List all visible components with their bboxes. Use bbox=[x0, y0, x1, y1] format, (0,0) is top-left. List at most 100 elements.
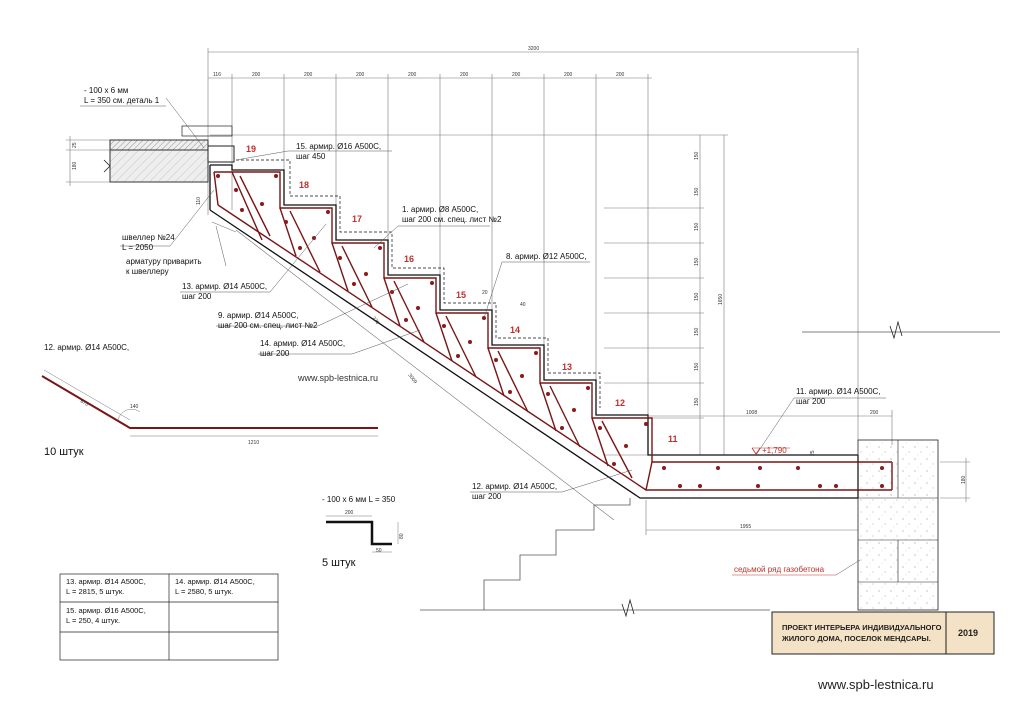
spec-table: 13. армир. Ø14 А500С, L = 2815, 5 штук. … bbox=[59, 573, 279, 661]
spec-r1c0: 15. армир. Ø16 А500С, bbox=[66, 606, 146, 615]
rebar bbox=[213, 171, 893, 491]
block-wall bbox=[802, 320, 1000, 611]
detail12-angle: 140 bbox=[130, 404, 139, 410]
callout-15b: шаг 450 bbox=[296, 152, 326, 161]
weld-1: арматуру приварить bbox=[126, 257, 202, 266]
dim-seg-4: 200 bbox=[408, 72, 417, 78]
top-dimension-labels: 3200 116 200 200 200 200 200 200 200 200 bbox=[213, 46, 625, 78]
landing-thk: 180 bbox=[961, 475, 967, 484]
plate-dim-b: 50 bbox=[376, 548, 382, 554]
url-bottom[interactable]: www.spb-lestnica.ru bbox=[817, 677, 934, 692]
spec-r1c1: L = 250, 4 штук. bbox=[66, 616, 120, 625]
lower-stairs bbox=[420, 498, 770, 618]
dim-seg-1: 200 bbox=[252, 72, 261, 78]
callout-8: 8. армир. Ø12 А500С, bbox=[506, 252, 587, 261]
detail12-count: 10 штук bbox=[44, 446, 84, 458]
block-label: седьмой ряд газобетона bbox=[734, 565, 825, 574]
callout-13: 13. армир. Ø14 А500С, bbox=[182, 282, 267, 291]
spec-r0c0: 13. армир. Ø14 А500С, bbox=[66, 577, 146, 586]
rise-7: 150 bbox=[694, 397, 700, 406]
callout-texts: - 100 х 6 мм L = 350 см. деталь 1 15. ар… bbox=[84, 86, 881, 501]
callout-1b: шаг 200 см. спец. лист №2 bbox=[402, 215, 502, 224]
callout-9: 9. армир. Ø14 А500С, bbox=[218, 311, 299, 320]
callout-11b: шаг 200 bbox=[796, 397, 826, 406]
total-rise: 1650 bbox=[718, 294, 724, 305]
landing-end: 200 bbox=[870, 410, 879, 416]
rise-1: 150 bbox=[694, 187, 700, 196]
dim-seg-0: 116 bbox=[213, 72, 221, 78]
dim-40: 40 bbox=[520, 302, 526, 308]
landing-dimensions bbox=[645, 410, 970, 535]
callout-14: 14. армир. Ø14 А500С, bbox=[260, 339, 345, 348]
dim-seg-8: 200 bbox=[616, 72, 625, 78]
title-block: ПРОЕКТ ИНТЕРЬЕРА ИНДИВИДУАЛЬНОГО ЖИЛОГО … bbox=[771, 611, 995, 655]
plate-top: - 100 х 6 мм bbox=[84, 86, 128, 95]
level-label: +1,790 bbox=[762, 446, 787, 455]
rise-6: 150 bbox=[694, 362, 700, 371]
rebar-dots bbox=[216, 174, 884, 488]
plate-count: 5 штук bbox=[322, 557, 356, 569]
plate-title: - 100 х 6 мм L = 350 bbox=[322, 495, 396, 504]
title-year: 2019 bbox=[958, 628, 978, 638]
callout-13b: шаг 200 bbox=[182, 292, 212, 301]
step-16: 16 bbox=[404, 254, 414, 264]
channel: швеллер №24 bbox=[122, 233, 175, 242]
left-thk-180: 180 bbox=[72, 161, 78, 170]
detail12-dim-a: 670 bbox=[79, 399, 89, 408]
callout-15: 15. армир. Ø16 А500С, bbox=[296, 142, 381, 151]
right-dimension-labels: 150 150 150 150 150 150 150 150 1650 bbox=[694, 151, 724, 406]
plate-top-l: L = 350 см. деталь 1 bbox=[84, 96, 160, 105]
dim-seg-3: 200 bbox=[356, 72, 365, 78]
step-19: 19 bbox=[246, 144, 256, 154]
step-17: 17 bbox=[352, 214, 362, 224]
slab-thk: 270 bbox=[370, 316, 380, 326]
spec-r0c1: L = 2815, 5 штук. bbox=[66, 587, 124, 596]
callout-leaders bbox=[80, 97, 886, 493]
detail-12: 12. армир. Ø14 А500С, 670 1210 140 10 шт… bbox=[41, 343, 378, 458]
right-dimensions bbox=[210, 134, 728, 456]
step-15: 15 bbox=[456, 290, 466, 300]
level-mark: +1,790 bbox=[751, 446, 790, 455]
plate-dim-a: 200 bbox=[345, 510, 354, 516]
step-13: 13 bbox=[562, 362, 572, 372]
callout-11: 11. армир. Ø14 А500С, bbox=[796, 387, 881, 396]
rise-2: 150 bbox=[694, 222, 700, 231]
spec-r0c2: 14. армир. Ø14 А500С, bbox=[175, 577, 255, 586]
rise-5: 150 bbox=[694, 327, 700, 336]
step-11: 11 bbox=[668, 434, 678, 444]
detail-plate: - 100 х 6 мм L = 350 200 50 80 5 штук bbox=[322, 495, 405, 569]
rise-3: 150 bbox=[694, 257, 700, 266]
slab-dimension: 3009 270 110 20 40 25 bbox=[196, 197, 816, 521]
callout-14b: шаг 200 bbox=[260, 349, 290, 358]
landing-len: 1008 bbox=[746, 410, 757, 416]
step-18: 18 bbox=[299, 180, 309, 190]
dim-25: 25 bbox=[810, 450, 816, 456]
title-line-1: ПРОЕКТ ИНТЕРЬЕРА ИНДИВИДУАЛЬНОГО bbox=[782, 623, 942, 632]
weld-2: к швеллеру bbox=[126, 267, 169, 276]
spec-r0c3: L = 2580, 5 штук. bbox=[175, 587, 233, 596]
dim-total: 3200 bbox=[528, 46, 539, 52]
dim-seg-6: 200 bbox=[512, 72, 521, 78]
dim-seg-5: 200 bbox=[460, 72, 469, 78]
step-14: 14 bbox=[510, 325, 520, 335]
url-mid[interactable]: www.spb-lestnica.ru bbox=[297, 373, 378, 383]
finish-dashed bbox=[236, 159, 601, 408]
dim-20: 20 bbox=[482, 290, 488, 296]
rise-0: 150 bbox=[694, 151, 700, 160]
channel-l: L = 2050 bbox=[122, 243, 154, 252]
bottom-len: 1955 bbox=[740, 524, 751, 530]
callout-12b: шаг 200 bbox=[472, 492, 502, 501]
slab-len: 3009 bbox=[406, 373, 418, 386]
dim-seg-2: 200 bbox=[304, 72, 313, 78]
detail12-title: 12. армир. Ø14 А500С, bbox=[44, 343, 129, 352]
dim-110: 110 bbox=[196, 197, 202, 205]
step-numbers: 19 18 17 16 15 14 13 12 11 bbox=[246, 144, 678, 444]
callout-12: 12. армир. Ø14 А500С, bbox=[472, 482, 557, 491]
plate-dim-c: 80 bbox=[399, 533, 405, 539]
title-line-2: ЖИЛОГО ДОМА, ПОСЕЛОК МЕНДСАРЫ. bbox=[781, 634, 931, 643]
callout-9b: шаг 200 см. спец. лист №2 bbox=[218, 321, 318, 330]
left-thk-25: 25 bbox=[72, 142, 78, 148]
callout-1: 1. армир. Ø8 А500С, bbox=[402, 205, 478, 214]
top-dimensions bbox=[207, 48, 859, 440]
